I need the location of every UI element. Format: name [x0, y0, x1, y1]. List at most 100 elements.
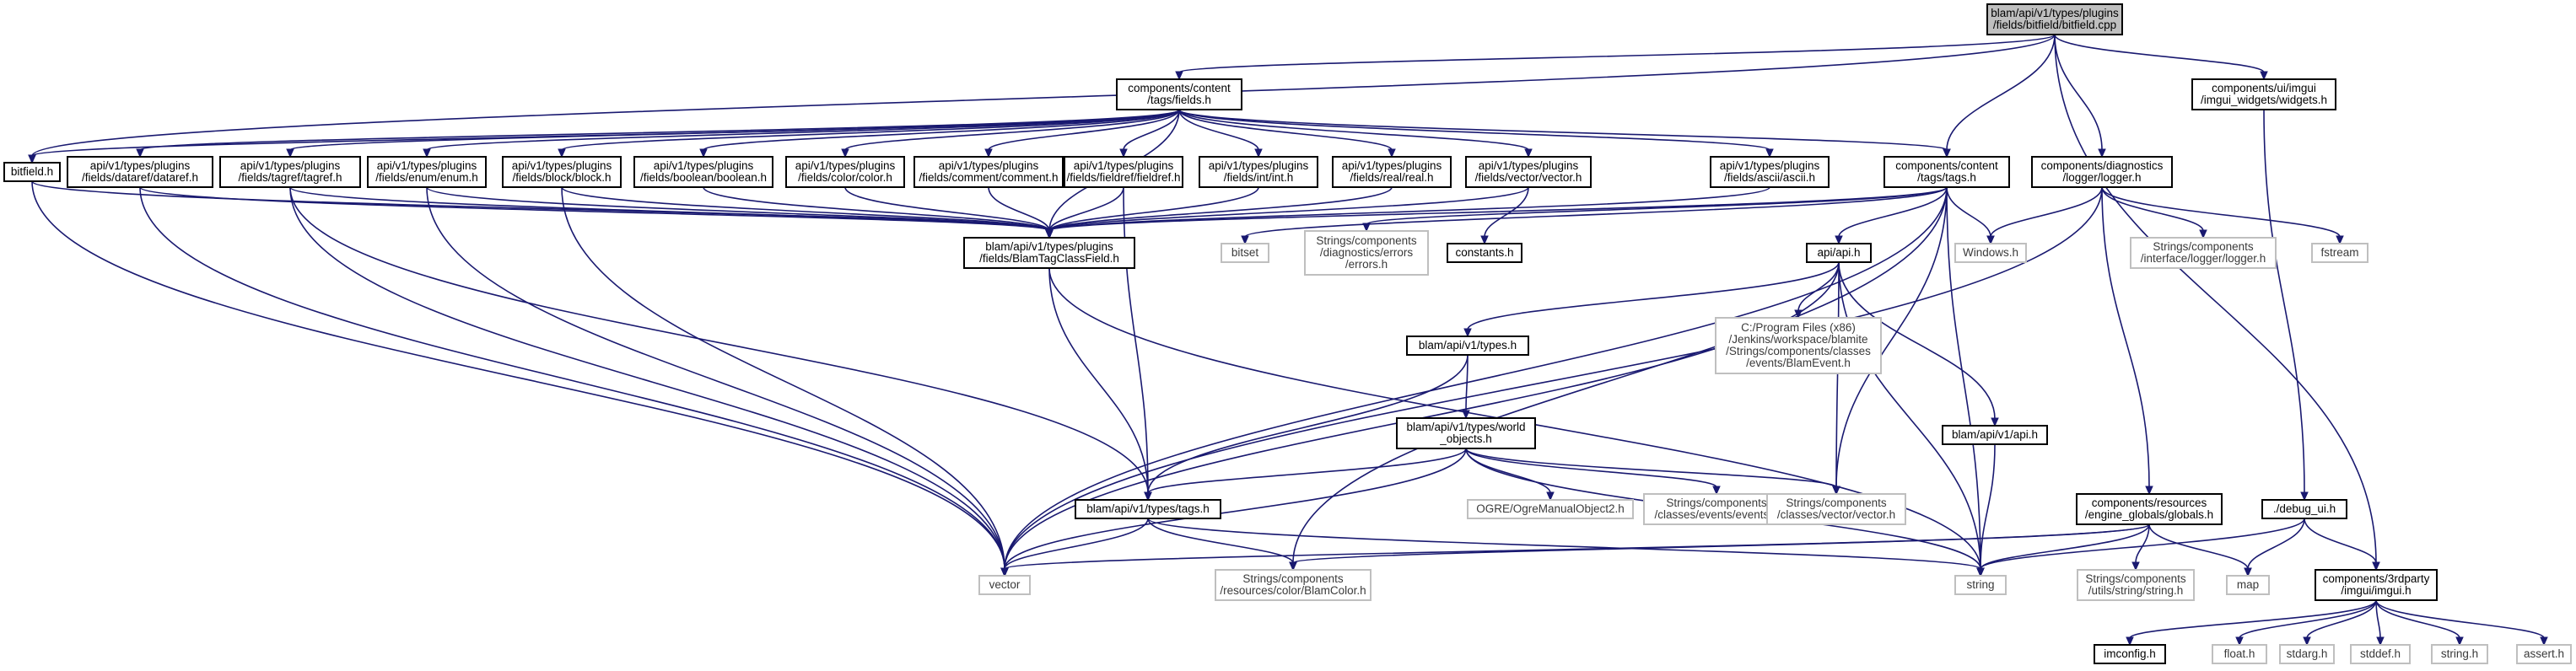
node-label-logger-1: /logger/logger.h — [2062, 171, 2141, 184]
node-logger[interactable]: components/diagnostics/logger/logger.h — [2031, 156, 2173, 188]
arrowhead-typesh-to-worldobj — [1462, 410, 1470, 420]
node-box-widgets — [2191, 78, 2336, 110]
node-box-bitfieldh — [3, 162, 61, 182]
node-tagsh[interactable]: components/content/tags/tags.h — [1883, 156, 2010, 188]
node-label-ascii-0: api/v1/types/plugins — [1720, 159, 1820, 172]
node-box-windows — [1954, 243, 2027, 263]
node-label-blamcolor-1: /resources/color/BlamColor.h — [1220, 584, 1366, 597]
edge-fieldsh-to-color — [844, 109, 1180, 151]
node-constants[interactable]: constants.h — [1447, 243, 1522, 263]
node-label-errors-1: /diagnostics/errors — [1320, 246, 1414, 259]
node-label-asserth-0: assert.h — [2524, 647, 2564, 660]
edge-logger-to-fstream — [2101, 186, 2341, 238]
node-int[interactable]: api/v1/types/plugins/fields/int/int.h — [1199, 156, 1318, 188]
arrowhead-root-to-logger — [2098, 148, 2106, 158]
node-box-stdarg — [2279, 644, 2335, 664]
node-enum[interactable]: api/v1/types/plugins/fields/enum/enum.h — [367, 156, 487, 188]
node-fieldref[interactable]: api/v1/types/plugins/fields/fieldref/fie… — [1064, 156, 1183, 188]
node-color[interactable]: api/v1/types/plugins/fields/color/color.… — [785, 156, 905, 188]
edge-logger-to-windows — [1990, 186, 2103, 238]
node-label-vecvec-0: Strings/components — [1786, 497, 1887, 509]
node-label-vecvec-1: /classes/vector/vector.h — [1777, 508, 1895, 521]
edge-real-to-btcf — [1048, 186, 1393, 232]
node-label-constants-0: constants.h — [1455, 246, 1513, 259]
edge-vectorh-to-btcf — [1048, 186, 1529, 232]
node-label-blamcolor-0: Strings/components — [1242, 572, 1344, 585]
node-box-color — [785, 156, 905, 188]
node-label-imconfig-0: imconfig.h — [2104, 647, 2156, 660]
node-label-debugui-0: ./debug_ui.h — [2273, 502, 2336, 515]
node-label-imgui-1: /imgui/imgui.h — [2341, 584, 2411, 597]
node-label-tagsh-0: components/content — [1895, 159, 1998, 172]
edge-widgets-to-debugui — [2263, 109, 2305, 494]
node-strstring: Strings/components/utils/string/string.h — [2077, 569, 2195, 601]
node-root[interactable]: blam/api/v1/types/plugins/fields/bitfiel… — [1986, 3, 2123, 35]
node-ascii[interactable]: api/v1/types/plugins/fields/ascii/ascii.… — [1710, 156, 1830, 188]
node-asserth: assert.h — [2516, 644, 2572, 664]
edge-root-to-imgui — [2054, 34, 2377, 564]
node-label-fieldsh-0: components/content — [1128, 82, 1231, 94]
edge-globals-to-strstring — [2135, 523, 2150, 564]
node-bitfieldh[interactable]: bitfield.h — [3, 162, 61, 182]
node-label-comment-0: api/v1/types/plugins — [939, 159, 1039, 172]
arrowhead-globals-to-strstring — [2131, 561, 2140, 572]
node-label-fieldref-1: /fields/fieldref/fieldref.h — [1066, 171, 1180, 184]
edge-dataref-to-vector — [139, 186, 1005, 570]
arrowhead-fieldsh-to-tagref — [286, 148, 294, 158]
node-btcf[interactable]: blam/api/v1/types/plugins/fields/BlamTag… — [963, 237, 1135, 269]
node-label-v1tagsh-0: blam/api/v1/types/tags.h — [1086, 502, 1210, 515]
node-typesh[interactable]: blam/api/v1/types.h — [1406, 336, 1529, 356]
node-v1apih[interactable]: blam/api/v1/api.h — [1942, 425, 2048, 445]
node-box-debugui — [2261, 499, 2347, 519]
arrowhead-fieldsh-to-fieldref — [1119, 148, 1128, 158]
node-label-int-1: /fields/int/int.h — [1224, 171, 1294, 184]
node-imconfig[interactable]: imconfig.h — [2094, 644, 2166, 664]
edge-fieldref-to-v1tagsh — [1123, 186, 1149, 494]
node-label-tagref-1: /fields/tagref/tagref.h — [238, 171, 342, 184]
node-debugui[interactable]: ./debug_ui.h — [2261, 499, 2347, 519]
node-tagref[interactable]: api/v1/types/plugins/fields/tagref/tagre… — [219, 156, 361, 188]
edge-imgui-to-floath — [2239, 599, 2377, 639]
node-box-v1apih — [1942, 425, 2048, 445]
edge-block-to-vector — [561, 186, 1005, 570]
arrowhead-logger-to-fstream — [2336, 235, 2344, 245]
node-widgets[interactable]: components/ui/imgui/imgui_widgets/widget… — [2191, 78, 2336, 110]
node-label-widgets-1: /imgui_widgets/widgets.h — [2201, 94, 2327, 106]
node-globals[interactable]: components/resources/engine_globals/glob… — [2076, 493, 2223, 525]
arrowhead-fieldsh-to-comment — [984, 148, 993, 158]
node-label-imgui-0: components/3rdparty — [2323, 572, 2430, 585]
node-v1tagsh[interactable]: blam/api/v1/types/tags.h — [1075, 499, 1221, 519]
arrowhead-fieldsh-to-block — [558, 148, 566, 158]
node-label-blamevent-1: /Jenkins/workspace/blamite — [1728, 333, 1867, 346]
edge-globals-to-string — [1980, 523, 2150, 570]
edge-fieldsh-to-block — [561, 109, 1180, 151]
edge-worldobj-to-vector — [1004, 448, 1467, 570]
node-box-imgui — [2315, 569, 2438, 601]
node-block[interactable]: api/v1/types/plugins/fields/block/block.… — [502, 156, 622, 188]
node-box-ilogger — [2130, 237, 2277, 269]
edge-fieldsh-to-tagsh — [1178, 109, 1948, 151]
node-vectorh[interactable]: api/v1/types/plugins/fields/vector/vecto… — [1465, 156, 1592, 188]
node-fieldsh[interactable]: components/content/tags/fields.h — [1116, 78, 1242, 110]
node-label-color-1: /fields/color/color.h — [798, 171, 892, 184]
node-apih[interactable]: api/api.h — [1806, 243, 1872, 263]
node-real[interactable]: api/v1/types/plugins/fields/real/real.h — [1332, 156, 1452, 188]
arrowhead-globals-to-vector — [1000, 567, 1009, 577]
nodes-layer: blam/api/v1/types/plugins/fields/bitfiel… — [3, 3, 2572, 664]
arrowhead-debugui-to-imgui — [2372, 561, 2380, 572]
node-boolean[interactable]: api/v1/types/plugins/fields/boolean/bool… — [633, 156, 773, 188]
arrowhead-fieldsh-to-dataref — [136, 148, 144, 158]
arrowhead-worldobj-to-v1tagsh — [1144, 491, 1152, 502]
node-box-bitset — [1221, 243, 1269, 263]
node-blamevent: C:/Program Files (x86)/Jenkins/workspace… — [1715, 317, 1882, 374]
node-imgui[interactable]: components/3rdparty/imgui/imgui.h — [2315, 569, 2438, 601]
node-dataref[interactable]: api/v1/types/plugins/fields/dataref/data… — [67, 156, 213, 188]
node-label-stddef-0: stddef.h — [2360, 647, 2401, 660]
node-worldobj[interactable]: blam/api/v1/types/world_objects.h — [1396, 417, 1536, 449]
arrowhead-globals-to-blamcolor — [1289, 561, 1297, 572]
node-label-apih-0: api/api.h — [1817, 246, 1860, 259]
edge-tagref-to-vector — [289, 186, 1005, 570]
arrowhead-apih-to-v1apih — [1991, 417, 1999, 427]
node-comment[interactable]: api/v1/types/plugins/fields/comment/comm… — [913, 156, 1064, 188]
node-box-map — [2226, 575, 2270, 595]
